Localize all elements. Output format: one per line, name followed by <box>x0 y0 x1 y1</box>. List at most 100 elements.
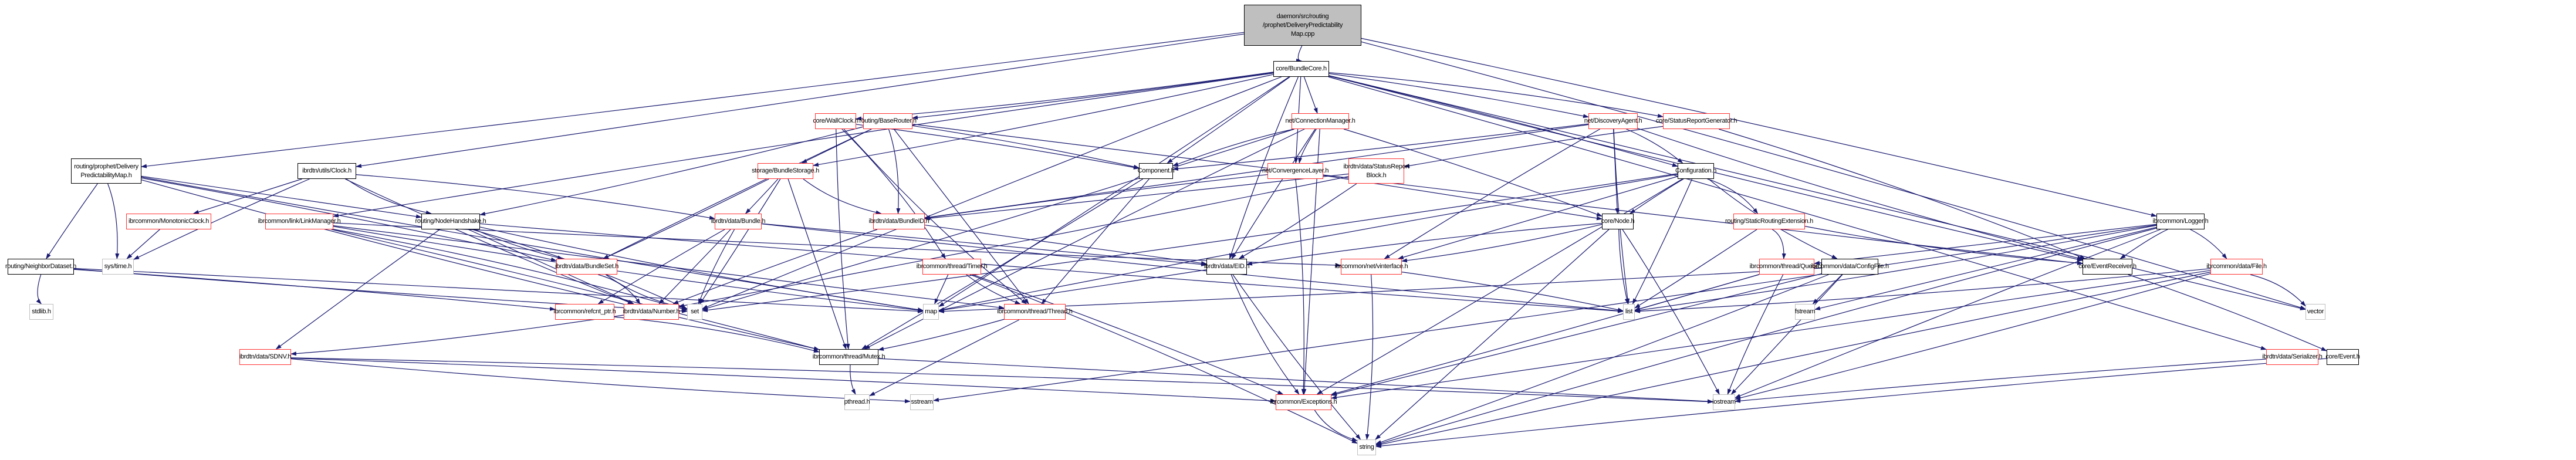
include-edge-dpmap-to-systime <box>107 183 120 259</box>
graph-node-refcnt[interactable]: ibrcommon/refcnt_ptr.h <box>554 304 616 320</box>
include-edge-srblock-to-eid <box>1238 183 1357 259</box>
include-edge-handshake-to-map <box>479 226 924 312</box>
include-edge-clock-to-handshake <box>346 178 432 215</box>
graph-node-bundleid[interactable]: ibrdtn/data/BundleID.h <box>869 214 929 229</box>
graph-node-serializer[interactable]: ibrdtn/data/Serializer.h <box>2262 349 2323 365</box>
include-edge-root-to-dpmap <box>141 32 1245 168</box>
include-edge-thread-to-pthread <box>869 319 1020 397</box>
include-edge-bundlecore-to-srgen <box>1328 72 1664 118</box>
graph-node-srgen[interactable]: core/StatusReportGenerator.h <box>1656 113 1737 129</box>
include-edge-bundle-to-list <box>761 223 1624 313</box>
graph-node-configfile[interactable]: ibrcommon/data/ConfigFile.h <box>1811 259 1889 275</box>
graph-node-iostream: iostream <box>1712 394 1736 410</box>
include-edge-staticrouting-to-queue <box>1772 229 1786 259</box>
edge-layer <box>36 32 2327 448</box>
include-edge-baserouter-to-component <box>912 125 1140 169</box>
graph-node-bundle[interactable]: ibrdtn/data/Bundle.h <box>711 214 766 229</box>
graph-node-component[interactable]: Component.h <box>1138 163 1175 179</box>
include-edge-file-to-vector <box>2250 274 2306 307</box>
include-edge-dpmap-to-handshake <box>141 175 422 219</box>
include-edge-baserouter-to-bundleset <box>603 128 872 259</box>
graph-node-logger[interactable]: ibrcommon/Logger.h <box>2153 214 2209 229</box>
include-edge-config-to-vinterface <box>1397 176 1678 259</box>
graph-node-bundleset[interactable]: ibrdtn/data/BundleSet.h <box>555 259 618 275</box>
include-edge-config-to-map <box>938 174 1678 312</box>
graph-node-sdnv[interactable]: ibrdtn/data/SDNV.h <box>239 349 291 365</box>
graph-node-eventrecv[interactable]: core/EventReceiver.h <box>2078 259 2136 275</box>
include-edge-linkmgr-to-set <box>333 229 688 311</box>
graph-node-thread[interactable]: ibrcommon/thread/Thread.h <box>997 304 1073 320</box>
include-edge-node-to-string <box>1375 229 1610 440</box>
include-edge-dpmap-to-mutex <box>141 179 820 351</box>
include-edge-timer-to-map <box>934 274 949 305</box>
graph-node-string: string <box>1357 439 1376 455</box>
include-edge-logger-to-list <box>1634 225 2157 313</box>
graph-node-node[interactable]: core/Node.h <box>1601 214 1635 229</box>
include-edge-thread-to-mutex <box>878 319 1005 351</box>
include-edge-config-to-node <box>1630 178 1684 214</box>
graph-node-neighbor[interactable]: routing/NeighborDataset.h <box>5 259 76 275</box>
graph-node-number[interactable]: ibrdtn/data/Number.h <box>623 304 680 320</box>
include-edge-staticrouting-to-list <box>1634 229 1757 309</box>
include-edge-connmgr-to-set <box>702 128 1294 310</box>
include-edge-storage-to-set <box>699 178 781 305</box>
include-edge-config-to-exceptions <box>1316 178 1683 395</box>
include-edge-clock-to-bundle <box>356 174 715 220</box>
include-edge-bundle-to-refcnt <box>597 229 725 305</box>
include-edge-discovery-to-component <box>1172 123 1589 171</box>
include-edge-wallclock-to-timer <box>841 128 946 259</box>
graph-node-srblock[interactable]: ibrdtn/data/StatusReport Block.h <box>1343 158 1409 184</box>
include-edge-neighbor-to-map <box>73 268 924 313</box>
include-edge-root-to-clock <box>356 33 1245 168</box>
include-edge-bundleid-to-eid <box>924 224 1207 265</box>
include-edge-discovery-to-eventrecv <box>1637 128 2083 261</box>
include-edge-config-to-staticrouting <box>1707 178 1758 214</box>
include-edge-wallclock-to-thread <box>843 128 1027 305</box>
include-edge-timer-to-exceptions <box>972 274 1284 395</box>
graph-node-file[interactable]: ibrcommon/data/File.h <box>2206 259 2267 275</box>
include-edge-discovery-to-vinterface <box>1384 128 1600 259</box>
include-edge-srgen-to-eventrecv <box>1718 128 2086 259</box>
include-edge-storage-to-bundleset <box>603 178 769 259</box>
include-edge-timer-to-string <box>969 274 1358 444</box>
graph-node-baserouter[interactable]: routing/BaseRouter.h <box>859 113 917 129</box>
graph-node-handshake[interactable]: routing/NodeHandshake.h <box>415 214 486 229</box>
graph-node-monoclock[interactable]: ibrcommon/MonotonicClock.h <box>126 214 211 229</box>
graph-node-eid[interactable]: ibrdtn/data/EID.h <box>1204 259 1250 275</box>
graph-node-mutex[interactable]: ibrcommon/thread/Mutex.h <box>813 349 885 365</box>
graph-node-clock[interactable]: ibrdtn/utils/Clock.h <box>298 163 356 179</box>
graph-node-stdlib: stdlib.h <box>29 304 53 320</box>
include-edge-queue-to-iostream <box>1727 274 1784 395</box>
include-edge-storage-to-bundle <box>745 178 779 214</box>
include-edge-number-to-sdnv <box>290 314 624 356</box>
graph-node-sstream: sstream <box>910 394 934 410</box>
include-edge-bundlecore-to-storage <box>813 74 1274 167</box>
include-edge-logger-to-queue <box>1814 224 2157 265</box>
graph-node-bundlecore[interactable]: core/BundleCore.h <box>1273 61 1329 77</box>
graph-node-storage[interactable]: storage/BundleStorage.h <box>752 163 819 179</box>
graph-node-linkmgr[interactable]: ibrcommon/link/LinkManager.h <box>258 214 341 229</box>
graph-node-dpmap[interactable]: routing/prophet/Delivery PredictabilityM… <box>71 158 141 184</box>
include-edge-wallclock-to-component <box>856 124 1140 170</box>
graph-node-queue[interactable]: ibrcommon/thread/Queue.h <box>1750 259 1824 275</box>
include-edge-event-to-string <box>1375 358 2327 448</box>
graph-node-connmgr[interactable]: net/ConnectionManager.h <box>1285 113 1355 129</box>
graph-node-staticrouting[interactable]: routing/StaticRoutingExtension.h <box>1725 214 1813 229</box>
graph-node-wallclock[interactable]: core/WallClock.h <box>813 113 858 129</box>
graph-node-exceptions[interactable]: ibrcommon/Exceptions.h <box>1270 394 1337 410</box>
graph-node-event[interactable]: core/Event.h <box>2325 349 2360 365</box>
graph-node-set: set <box>687 304 702 320</box>
graph-node-vinterface[interactable]: ibrcommon/net/vinterface.h <box>1335 259 1408 275</box>
include-edge-linkmgr-to-mutex <box>331 229 820 351</box>
graph-node-timer[interactable]: ibrcommon/thread/Timer.h <box>917 259 988 275</box>
graph-node-convlayer[interactable]: net/ConvergenceLayer.h <box>1262 163 1328 179</box>
include-edge-storage-to-bundleid <box>803 178 882 215</box>
include-edge-configfile-to-map <box>938 268 1822 313</box>
include-edge-baserouter-to-handshake <box>479 126 864 216</box>
graph-node-discovery[interactable]: net/DiscoveryAgent.h <box>1584 113 1642 129</box>
include-edge-eid-to-exceptions <box>1230 274 1300 395</box>
include-edge-bundlecore-to-linkmgr <box>333 73 1274 218</box>
include-edge-node-to-eid <box>1246 223 1603 266</box>
graph-node-config[interactable]: Configuration.h <box>1675 163 1716 179</box>
include-edge-file-to-iostream <box>1735 273 2211 400</box>
